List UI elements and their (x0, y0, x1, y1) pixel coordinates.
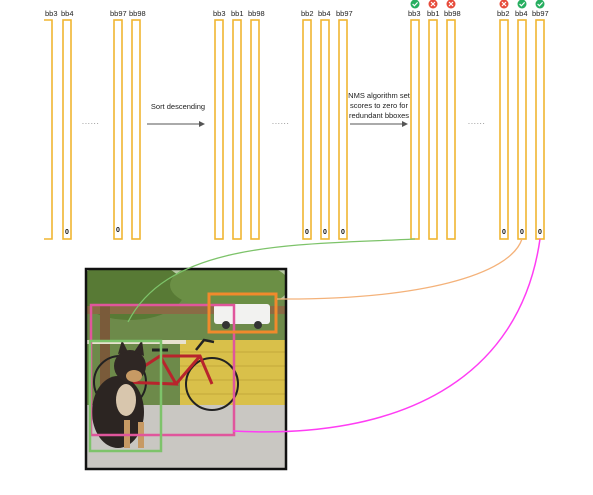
group-nms-left: bb3 bb1 bb98 (408, 0, 461, 240)
col-label: bb98 (444, 9, 461, 18)
col-label: bb4 (515, 9, 528, 18)
score-bar (535, 19, 545, 240)
score-bar (517, 19, 527, 240)
check-circle-icon (535, 0, 545, 9)
zero-score: 0 (305, 229, 309, 236)
col-label: bb3 (408, 9, 421, 18)
sort-step-label: Sort descending (151, 102, 205, 111)
col-label: bb4 (61, 9, 74, 18)
ellipsis: ...... (468, 119, 486, 126)
col-label: bb2 (301, 9, 314, 18)
arrow-head-icon (402, 121, 408, 127)
score-bar (113, 19, 123, 240)
zero-score: 0 (116, 227, 120, 234)
score-bar (302, 19, 312, 240)
score-bar (44, 19, 53, 240)
col-label: bb1 (427, 9, 440, 18)
check-circle-icon (517, 0, 527, 9)
col-label: bb97 (532, 9, 549, 18)
group-initial-left: bb3 bb4 0 (44, 9, 74, 240)
col-label: bb2 (497, 9, 510, 18)
score-bar (232, 19, 242, 240)
zero-score: 0 (520, 229, 524, 236)
col-label: bb3 (45, 9, 58, 18)
porch-beam (86, 306, 286, 314)
col-label: bb98 (129, 9, 146, 18)
group-sorted-right: bb2 bb4 bb97 0 0 0 (301, 9, 353, 240)
nms-step-label-line: scores to zero for (350, 101, 408, 110)
score-bar (338, 19, 348, 240)
zero-score: 0 (502, 229, 506, 236)
score-bar (250, 19, 260, 240)
group-initial-right: bb97 bb98 0 (110, 9, 146, 240)
ellipsis: ...... (272, 119, 290, 126)
connector-orange (276, 238, 523, 300)
col-label: bb1 (231, 9, 244, 18)
score-bar (428, 19, 438, 240)
score-bar (214, 19, 224, 240)
dog (92, 340, 146, 448)
nms-step-label-line: NMS algorithm set (348, 91, 411, 100)
group-nms-right: bb2 bb4 bb97 0 0 0 (497, 0, 549, 240)
score-bar (410, 19, 420, 240)
col-label: bb98 (248, 9, 265, 18)
score-bar (62, 19, 72, 240)
score-bar (499, 19, 509, 240)
nms-step-label-line: redundant bboxes (349, 111, 409, 120)
col-label: bb97 (336, 9, 353, 18)
bbox-green (88, 339, 163, 453)
tree-foliage (170, 269, 286, 310)
zero-score: 0 (323, 229, 327, 236)
nms-step: NMS algorithm set scores to zero for red… (348, 91, 411, 127)
bbox-orange (207, 292, 278, 334)
arrow-head-icon (199, 121, 205, 127)
connector-magenta (232, 238, 541, 433)
zero-score: 0 (341, 229, 345, 236)
cross-circle-icon (446, 0, 456, 9)
col-label: bb3 (213, 9, 226, 18)
group-sorted-left: bb3 bb1 bb98 (213, 9, 265, 240)
cross-circle-icon (499, 0, 509, 9)
ellipsis: ...... (82, 119, 100, 126)
check-circle-icon (410, 0, 420, 9)
connector-green (127, 238, 416, 323)
sort-step: Sort descending (147, 102, 205, 127)
col-label: bb4 (318, 9, 331, 18)
dog-bicycle-photo (84, 267, 288, 471)
score-bar (320, 19, 330, 240)
cross-circle-icon (428, 0, 438, 9)
score-bar (131, 19, 141, 240)
zero-score: 0 (538, 229, 542, 236)
col-label: bb97 (110, 9, 127, 18)
zero-score: 0 (65, 229, 69, 236)
truck (214, 304, 270, 324)
porch-post (100, 306, 110, 386)
score-bar (446, 19, 456, 240)
